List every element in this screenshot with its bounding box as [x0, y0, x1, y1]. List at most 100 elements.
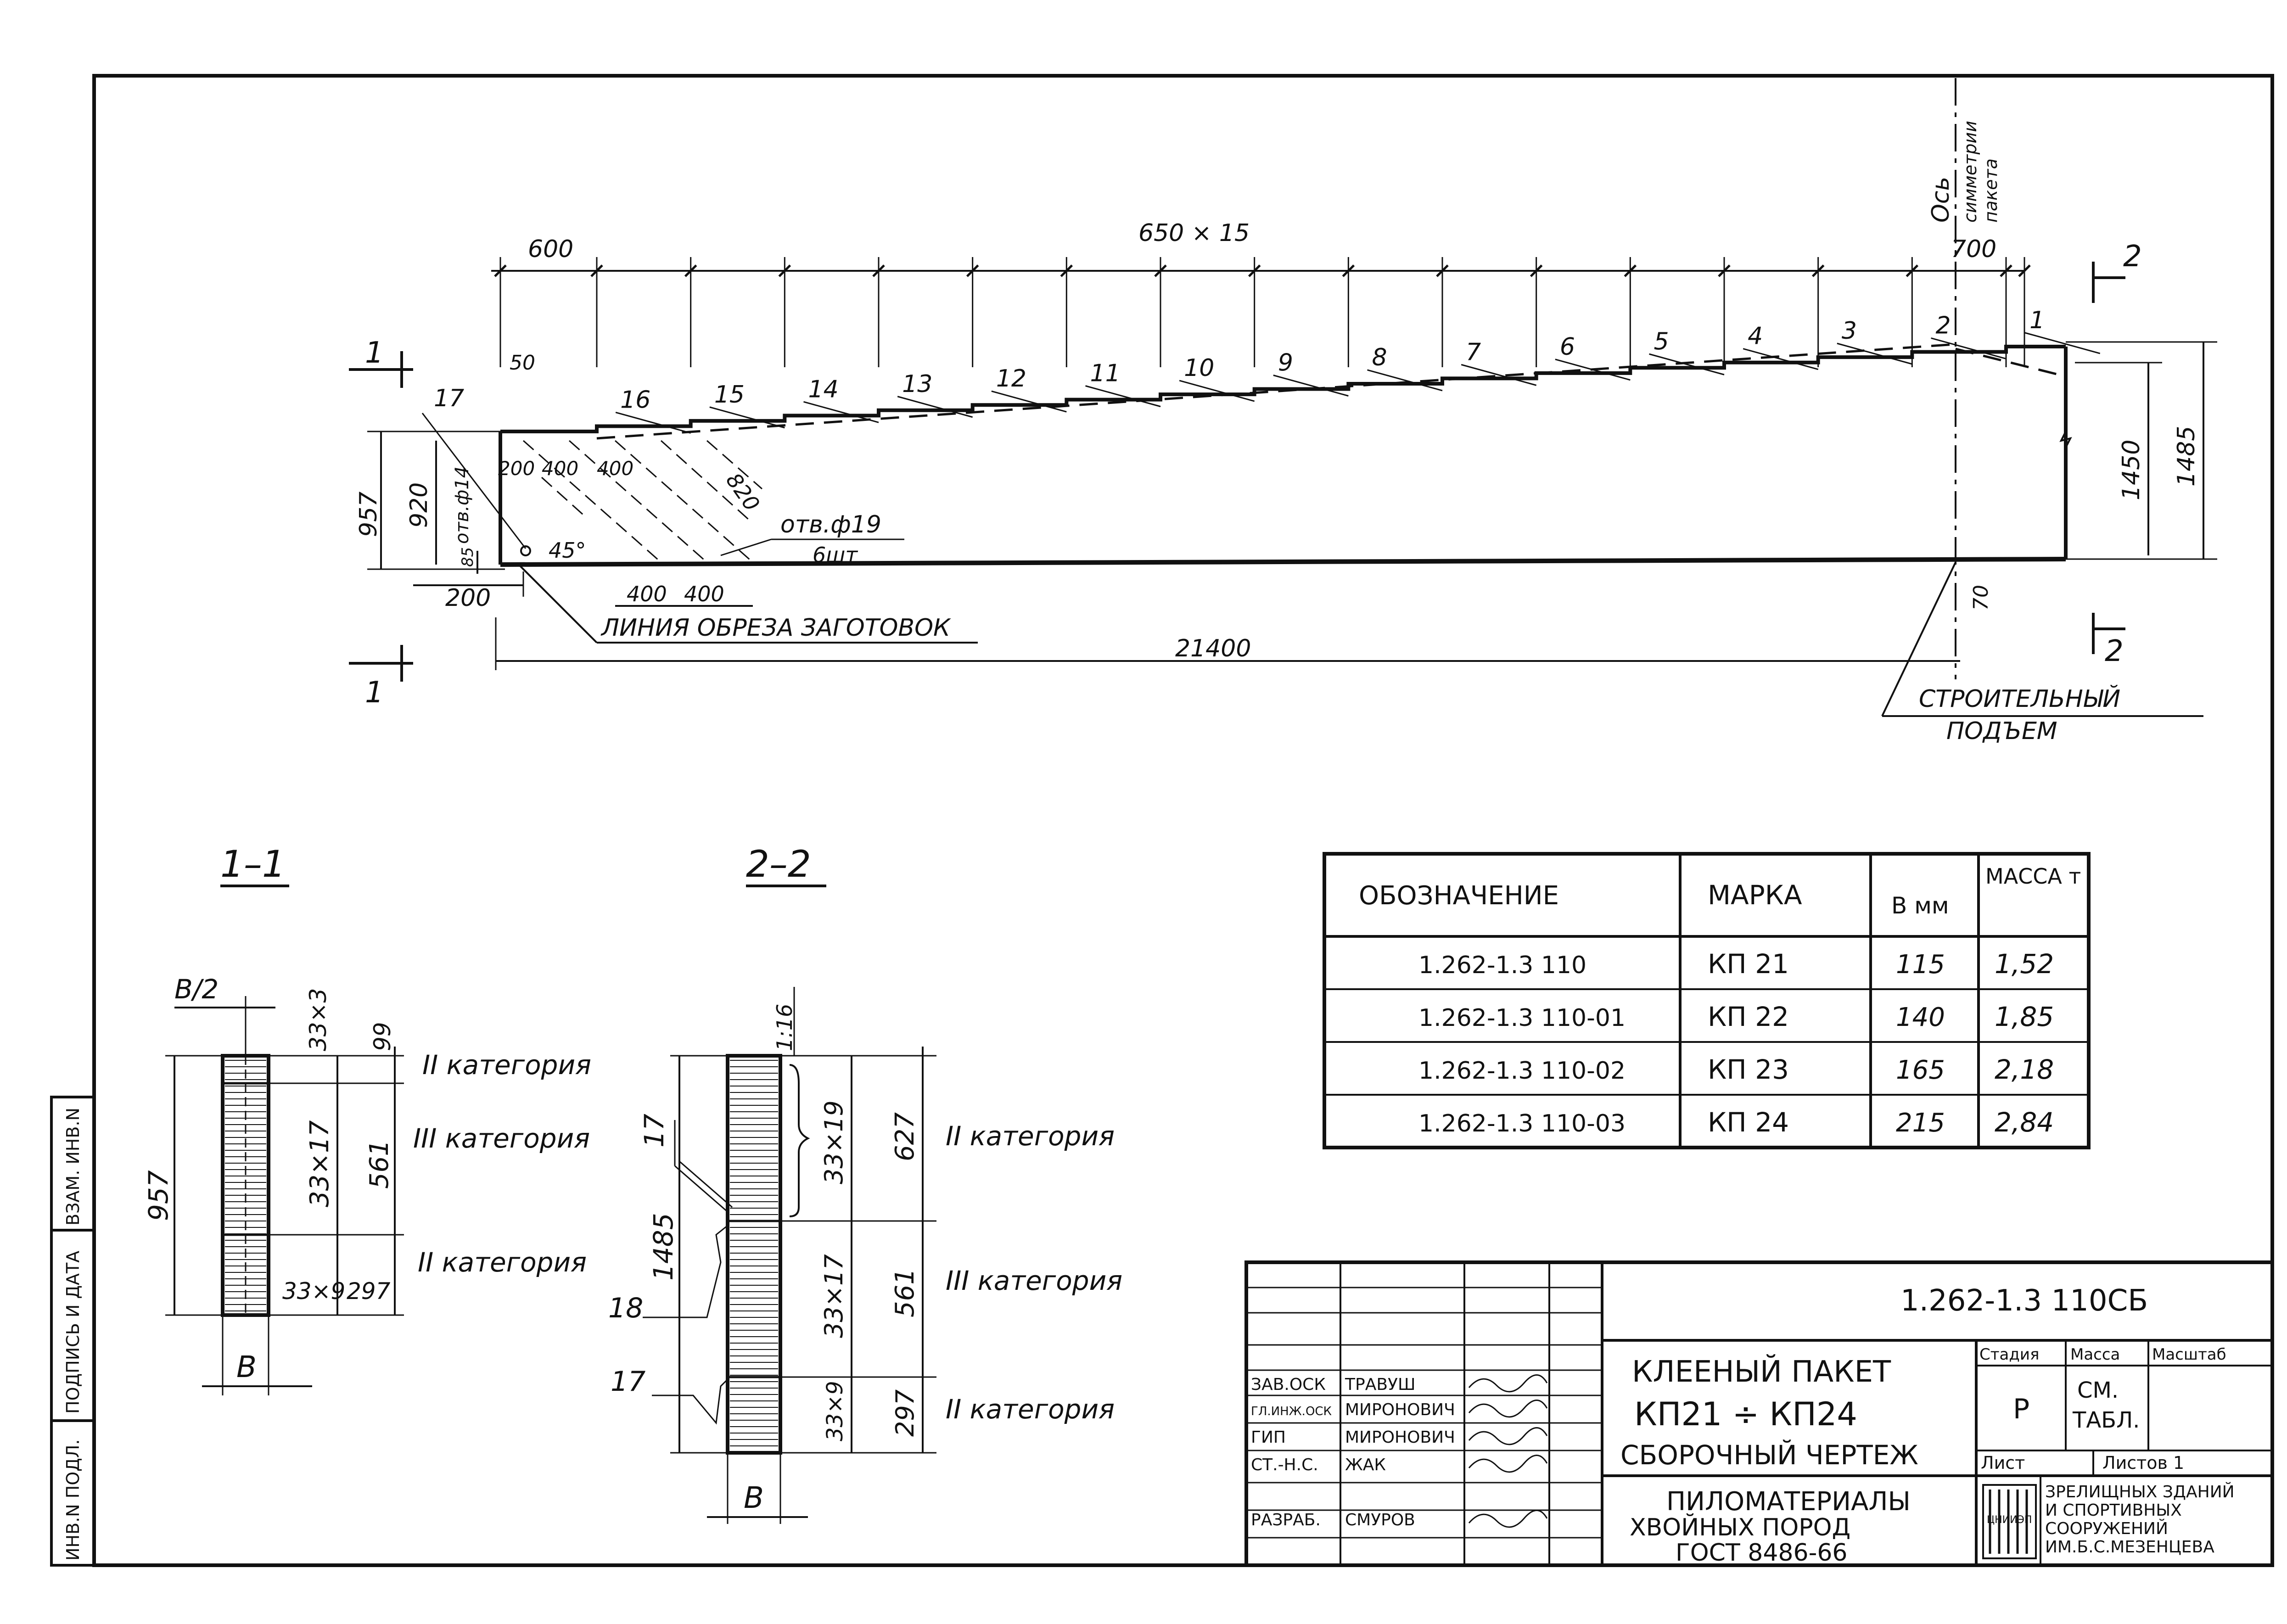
signer-role: ГЛ.ИНЖ.ОСК: [1251, 1405, 1332, 1418]
signer-role: ЗАВ.ОСК: [1251, 1375, 1326, 1394]
step-leader-7: [1461, 364, 1537, 386]
section-mark-1-bottom: 1: [365, 676, 384, 710]
title-stage-header: Стадия: [1979, 1345, 2039, 1364]
signer-name: ЖАК: [1345, 1456, 1386, 1474]
title-name-3: СБОРОЧНЫЙ ЧЕРТЕЖ: [1620, 1439, 1918, 1471]
section-1-1-row1-size: 99: [369, 1022, 396, 1051]
side-stamp-sign: ПОДПИСЬ И ДАТА: [63, 1251, 83, 1414]
step-leader-14: [803, 401, 879, 423]
table-cell-b: 140: [1896, 1002, 1945, 1032]
table-cell-mass: 2,18: [1995, 1054, 2054, 1085]
table-cell-designation: 1.262-1.3 110-02: [1418, 1057, 1626, 1085]
section-mark-2-bottom: 2: [2105, 634, 2124, 668]
camber-label-1: СТРОИТЕЛЬНЫЙ: [1919, 685, 2120, 713]
step-label-6: 6: [1560, 333, 1575, 361]
section-1-1-row1-cat: II категория: [422, 1049, 591, 1081]
step-label-12: 12: [996, 365, 1026, 392]
step-leader-17: [421, 413, 527, 549]
signature-scribble: [1468, 1427, 1548, 1445]
angle-45: 45°: [549, 538, 586, 563]
title-sheet-header: Лист: [1981, 1453, 2025, 1473]
section-mark-1-top: 1: [365, 336, 384, 370]
table-cell-designation: 1.262-1.3 110-01: [1418, 1004, 1626, 1032]
section-2-2-row3-layers: 33×9: [822, 1381, 848, 1441]
dim-1485: 1485: [2173, 426, 2200, 487]
section-2-2-row2-size: 561: [890, 1268, 920, 1317]
step-leader-4: [1743, 348, 1819, 370]
step-label-4: 4: [1748, 323, 1763, 350]
dim-650x15: 650 × 15: [1138, 219, 1250, 247]
signer-name: МИРОНОВИЧ: [1345, 1400, 1455, 1419]
section-2-2-row3-cat: II категория: [946, 1394, 1115, 1425]
step-leader-9: [1273, 375, 1349, 397]
table-cell-b: 165: [1896, 1055, 1945, 1085]
elevation-labels: Ось симметрии пакета 600 650 × 15 700 50…: [355, 121, 2200, 745]
step-leader-2: [1931, 337, 2007, 360]
title-org-2: И СПОРТИВНЫХ: [2045, 1501, 2182, 1520]
section-1-1-row2-cat: III категория: [413, 1123, 590, 1154]
hole-19-count: 6шт: [813, 543, 858, 567]
title-org-3: СООРУЖЕНИЙ: [2045, 1519, 2168, 1538]
table-cell-b: 215: [1896, 1108, 1945, 1138]
section-1-1-row3-cat: II категория: [418, 1247, 587, 1278]
section-2-2-h1485: 1485: [648, 1213, 679, 1281]
dim-1450: 1450: [2118, 440, 2145, 500]
axis-label-3: пакета: [1981, 158, 2001, 223]
section-1-1-row2-size: 561: [364, 1140, 394, 1189]
section-2-2-row1-layers: 33×19: [819, 1100, 848, 1184]
step-label-5: 5: [1654, 328, 1669, 355]
section-mark-2-top: 2: [2123, 240, 2142, 274]
section-1-1-title: 1–1: [220, 843, 286, 885]
section-2-2-pos17b: 17: [611, 1366, 645, 1398]
step-leader-11: [1085, 385, 1161, 408]
step-label-17: 17: [434, 385, 464, 412]
dim-600: 600: [528, 235, 573, 263]
signature-scribble: [1468, 1510, 1548, 1528]
dim-957: 957: [355, 492, 382, 537]
title-scale-header: Масштаб: [2152, 1345, 2226, 1364]
step-leader-12: [991, 390, 1067, 413]
signer-role: СТ.-Н.С.: [1251, 1456, 1318, 1474]
side-stamp-inv: ИНВ.N ПОДЛ.: [63, 1439, 83, 1561]
title-name-1: КЛЕЕНЫЙ ПАКЕТ: [1632, 1354, 1891, 1389]
section-2-2-row1-size: 627: [890, 1112, 920, 1161]
title-material-1: ПИЛОМАТЕРИАЛЫ: [1666, 1487, 1911, 1517]
dim-200b: 200: [498, 457, 535, 480]
section-2-2-title: 2–2: [746, 843, 811, 885]
step-label-7: 7: [1466, 338, 1481, 366]
title-stage-value: Р: [2013, 1393, 2029, 1425]
title-org-4: ИМ.Б.С.МЕЗЕНЦЕВА: [2045, 1538, 2214, 1557]
table-cell-b: 115: [1896, 950, 1945, 980]
step-label-9: 9: [1278, 349, 1293, 377]
section-1-1-half-b: В/2: [174, 974, 219, 1005]
dim-700: 700: [1951, 235, 1996, 263]
dim-920: 920: [405, 482, 433, 528]
step-leader-5: [1649, 353, 1725, 375]
step-label-1: 1: [2029, 307, 2045, 334]
step-leader-8: [1367, 369, 1443, 392]
title-org-1: ЗРЕЛИЩНЫХ ЗДАНИЙ: [2045, 1482, 2235, 1501]
step-label-15: 15: [714, 381, 745, 409]
camber-label-2: ПОДЪЕМ: [1946, 717, 2057, 745]
title-block: 1.262-1.3 110СБ КЛЕЕНЫЙ ПАКЕТ КП21 ÷ КП2…: [1244, 1260, 2274, 1567]
title-mass-value-2: ТАБЛ.: [2072, 1407, 2140, 1433]
table-cell-designation: 1.262-1.3 110-03: [1418, 1110, 1626, 1137]
org-logo-text: ЦНИИЭП: [1987, 1514, 2032, 1526]
section-1-1-row3-layers: 33×9: [282, 1278, 345, 1305]
table-header-mass: МАССА т: [1985, 864, 2081, 889]
dim-85: 85: [459, 547, 477, 567]
sheet-frame: [92, 74, 2274, 1567]
table-header-designation: ОБОЗНАЧЕНИЕ: [1359, 881, 1559, 911]
section-2-2-pos17a: 17: [639, 1114, 670, 1148]
side-stamp-replace: ВЗАМ. ИНВ.N: [63, 1108, 83, 1226]
section-2-2-row2-cat: III категория: [946, 1265, 1122, 1296]
step-label-11: 11: [1090, 360, 1121, 387]
step-leader-3: [1837, 342, 1912, 365]
title-material-2: ХВОЙНЫХ ПОРОД: [1630, 1513, 1850, 1541]
signer-role: ГИП: [1251, 1428, 1286, 1447]
step-label-8: 8: [1372, 344, 1387, 371]
signature-scribble: [1468, 1455, 1548, 1473]
side-stamp: ИНВ.N ПОДЛ. ПОДПИСЬ И ДАТА ВЗАМ. ИНВ.N: [50, 1096, 95, 1567]
table-cell-mass: 1,52: [1995, 948, 2054, 980]
